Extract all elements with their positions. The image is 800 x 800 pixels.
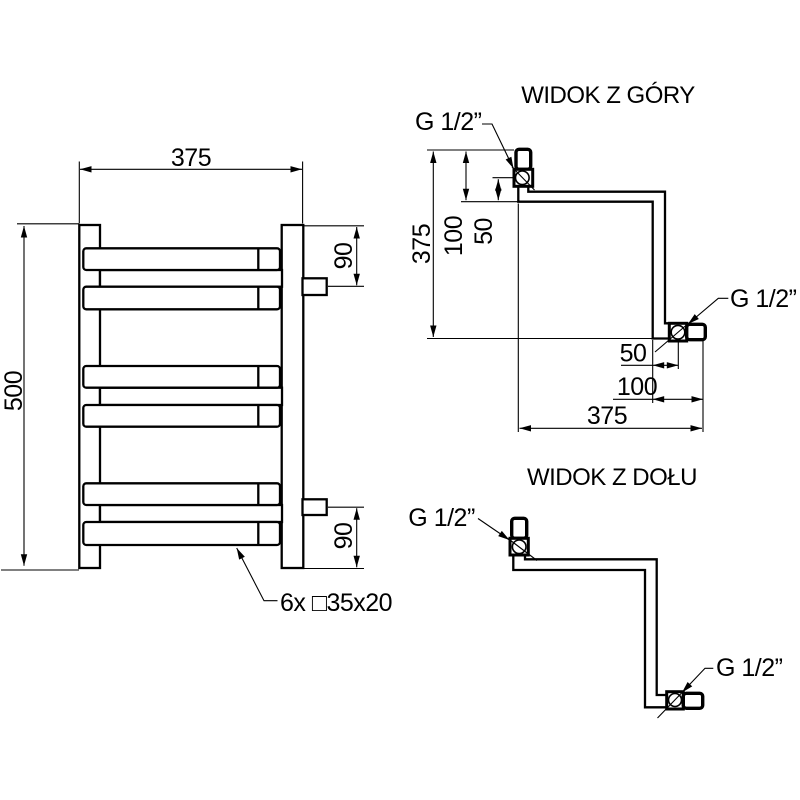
tube-spec-label: 6x □35x20: [280, 589, 392, 617]
dim-top-offset-label: 90: [330, 243, 358, 270]
dimension-depth-100: 100: [440, 151, 519, 256]
valve-bottom-right: [654, 321, 708, 353]
front-view: 375 500 90 90 6x □35x20: [0, 144, 393, 617]
dim-width-100-label: 100: [617, 373, 657, 401]
thread-callout-top-left: G 1/2”: [415, 108, 514, 169]
dimension-depth-50: 50: [470, 177, 514, 245]
crossbar-tube: [98, 268, 284, 288]
valve-body: [514, 147, 533, 172]
dim-depth-100-label: 100: [440, 216, 468, 256]
thread-label: G 1/2”: [716, 654, 783, 682]
valve-body: [681, 691, 705, 710]
right-collector: [280, 223, 305, 570]
valve-right: [657, 690, 705, 719]
bottom-view-title: WIDOK Z DOŁU: [527, 464, 697, 491]
valve-left: [507, 516, 538, 561]
valve-slash: [657, 690, 684, 719]
dimension-top-port-offset: 90: [304, 225, 364, 287]
top-port-stub: [301, 277, 328, 297]
pipe-profile-bottom-view: [512, 553, 668, 709]
dimension-width-100: 100: [613, 341, 704, 432]
dim-width-total-label: 375: [587, 402, 627, 430]
rung: [82, 285, 282, 311]
valve-slash: [511, 166, 535, 191]
dimension-width-50: 50: [620, 340, 679, 403]
valve-slash: [507, 538, 538, 561]
rung: [82, 364, 282, 389]
thread-callout-left: G 1/2”: [408, 504, 510, 541]
valve-body: [510, 516, 529, 540]
pipe-profile-top-view: [517, 185, 671, 340]
thread-callout-bottom-right: G 1/2”: [687, 285, 797, 325]
rung: [82, 403, 282, 428]
thread-callout-right: G 1/2”: [681, 654, 783, 693]
bottom-view: WIDOK Z DOŁU G 1/2” G 1/2”: [408, 464, 783, 719]
rung: [82, 247, 282, 272]
dim-depth-total-label: 375: [408, 224, 436, 264]
rung: [82, 520, 282, 547]
top-view-title: WIDOK Z GÓRY: [521, 82, 695, 109]
valve-top-left: [511, 147, 535, 191]
bottom-port-stub: [301, 498, 328, 517]
dim-width-label: 375: [171, 144, 211, 172]
dim-height-label: 500: [0, 371, 28, 411]
dimension-width: 375: [78, 144, 304, 224]
crossbar-tube: [98, 503, 284, 524]
crossbar-tube: [98, 386, 284, 407]
thread-label: G 1/2”: [730, 285, 797, 313]
thread-label: G 1/2”: [415, 108, 482, 136]
rungs: [82, 247, 282, 547]
dimension-bottom-port-offset: 90: [304, 506, 364, 570]
tube-spec-callout: 6x □35x20: [236, 547, 393, 617]
valve-body: [685, 322, 708, 342]
dim-bottom-offset-label: 90: [330, 523, 358, 550]
dimension-depth-total: 375: [408, 149, 653, 340]
dimension-height: 500: [0, 223, 79, 571]
thread-label: G 1/2”: [408, 504, 475, 532]
dim-depth-50-label: 50: [470, 218, 498, 245]
valve-slash: [654, 321, 691, 353]
top-view: WIDOK Z GÓRY G 1/2” G 1/2”: [408, 82, 797, 432]
left-collector: [78, 223, 102, 570]
rung: [82, 482, 282, 507]
dimension-width-total: 375: [517, 203, 702, 432]
dim-width-50-label: 50: [620, 340, 647, 368]
